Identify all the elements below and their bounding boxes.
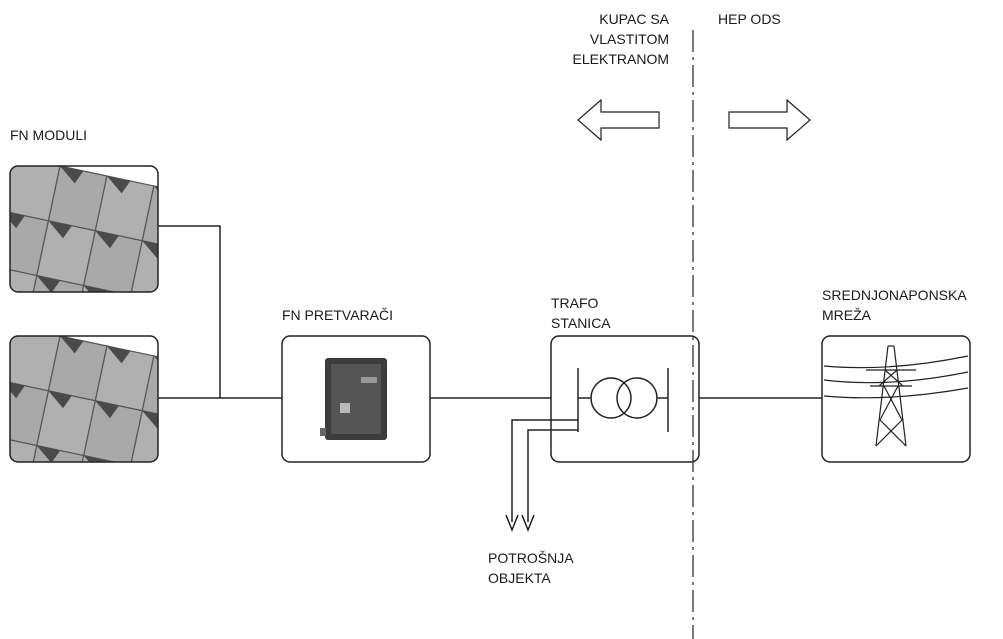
grid-label-line2: MREŽA [822, 307, 871, 323]
left-direction-arrow [577, 98, 660, 142]
panel-to-inverter-wiring [158, 225, 282, 399]
customer-label-line1: KUPAC SA [599, 11, 669, 27]
consumption-label: POTROŠNJA OBJEKTA [488, 548, 574, 588]
consumption-arrow-2 [521, 514, 535, 533]
trafo-label-line2: STANICA [551, 315, 611, 331]
trafo-label-line1: TRAFO [551, 295, 599, 311]
consumption-arrow-1 [505, 514, 519, 533]
consumption-label-line1: POTROŠNJA [488, 550, 574, 566]
solar-module-panel-2 [9, 335, 159, 463]
fn-inverters-label: FN PRETVARAČI [282, 307, 393, 323]
right-direction-arrow [728, 98, 811, 142]
transformer-icon [577, 368, 669, 432]
trafo-station-label: TRAFO STANICA [551, 293, 611, 333]
consumption-label-line2: OBJEKTA [488, 570, 551, 586]
operator-label: HEP ODS [718, 11, 781, 27]
inverter-box [281, 335, 431, 463]
transformer-station-box [550, 335, 700, 463]
consumption-branch [505, 419, 578, 533]
customer-label-line2: VLASTITOM [589, 31, 669, 47]
inverter-icon [320, 358, 387, 440]
customer-label: KUPAC SA VLASTITOM ELEKTRANOM [573, 9, 669, 69]
grid-label: SREDNJONAPONSKA MREŽA [822, 285, 967, 325]
solar-module-panel-1 [9, 165, 159, 293]
power-pylon-icon [823, 345, 969, 447]
grid-label-line1: SREDNJONAPONSKA [822, 287, 967, 303]
customer-label-line3: ELEKTRANOM [572, 51, 669, 67]
fn-modules-label: FN MODULI [10, 127, 87, 143]
grid-box [821, 335, 971, 463]
